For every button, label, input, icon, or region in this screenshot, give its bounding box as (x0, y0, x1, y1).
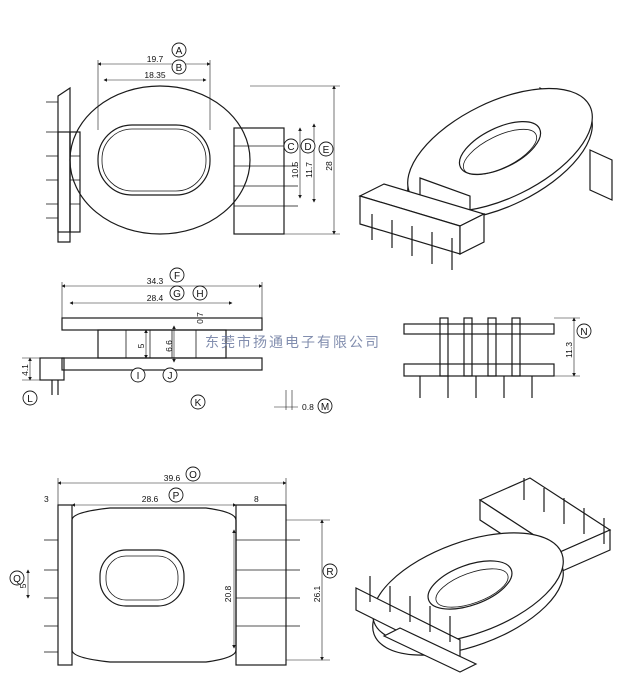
dim-b-letter: B (176, 63, 183, 74)
dim-h-value: 0.7 (195, 312, 205, 324)
dim-r-letter: R (326, 567, 333, 578)
dim-right-gap-value: 8 (254, 494, 259, 504)
dim-left-gap-value: 3 (44, 494, 49, 504)
dim-o-value: 39.6 (164, 473, 181, 483)
dim-q-value: 5 (18, 583, 28, 588)
front-view: 11.3 N (403, 317, 592, 398)
dim-b-value: 18.35 (144, 70, 166, 80)
dim-k-letter: K (195, 398, 202, 409)
dim-g-letter: G (173, 289, 181, 300)
dim-p-letter: P (173, 491, 180, 502)
bottom-view: 39.6 O 28.6 P 3 8 5 Q 20.8 26.1 R (9, 466, 338, 666)
dim-f-value: 34.3 (147, 276, 164, 286)
dim-l-value: 4.1 (20, 364, 30, 376)
dim-p-value: 28.6 (142, 494, 159, 504)
dim-g-value: 28.4 (147, 293, 164, 303)
isometric-view-top (358, 86, 613, 270)
isometric-view-bottom (355, 477, 612, 673)
dim-l-letter: L (27, 394, 33, 405)
dim-r-value: 26.1 (312, 585, 322, 602)
dim-e-value: 28 (324, 161, 334, 171)
dim-c-letter: C (287, 142, 294, 153)
dim-d-value: 11.7 (304, 162, 314, 178)
dim-o-letter: O (189, 470, 197, 481)
side-view: 34.3 F 28.4 G H 0.7 5 I 6.6 J K 4.1 L 0.… (20, 267, 333, 414)
top-view: 19.7 A 18.35 B 10.5 C 11.7 D 28 E (46, 42, 340, 243)
dim-e-letter: E (323, 145, 330, 156)
dim-n-letter: N (580, 327, 587, 338)
company-watermark: 东莞市扬通电子有限公司 (205, 335, 381, 351)
dim-m-value: 0.8 (302, 402, 314, 412)
dim-d-letter: D (304, 142, 311, 153)
dim-inner-h-value: 20.8 (223, 585, 233, 602)
dim-m-letter: M (321, 402, 329, 413)
dim-j-letter: J (168, 371, 173, 382)
dim-i-letter: I (137, 371, 140, 382)
dim-a-letter: A (176, 46, 183, 57)
dim-q-letter: Q (13, 574, 21, 585)
dim-h-letter: H (196, 289, 203, 300)
dim-c-value: 10.5 (290, 161, 300, 178)
dim-j-value: 6.6 (164, 340, 174, 352)
dim-f-letter: F (174, 271, 180, 282)
dim-n-value: 11.3 (564, 342, 574, 358)
dim-a-value: 19.7 (147, 54, 164, 64)
dim-i-value: 5 (136, 343, 146, 348)
